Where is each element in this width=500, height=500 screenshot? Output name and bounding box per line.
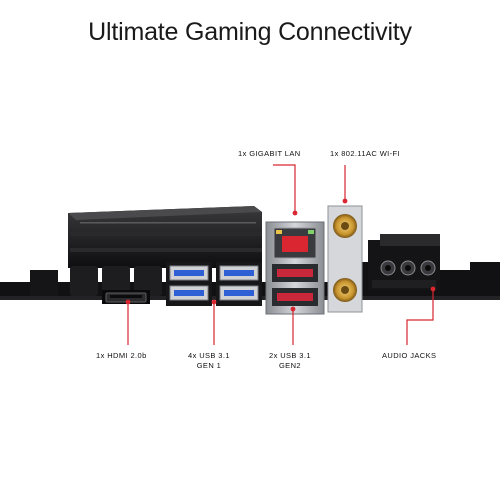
audio-jacks-label: AUDIO JACKS — [382, 351, 437, 360]
usb-gen2-label: 2x USB 3.1 GEN2 — [269, 351, 311, 370]
audio-jacks-block — [368, 234, 440, 290]
heatsink — [68, 206, 262, 268]
callout-lines — [125, 164, 436, 345]
hdmi-port — [102, 290, 150, 304]
usb-gen1-label: 4x USB 3.1 GEN 1 — [188, 351, 230, 370]
capacitors — [70, 266, 162, 296]
hdmi-label: 1x HDMI 2.0b — [96, 351, 147, 360]
wifi-antenna-block — [327, 205, 363, 313]
lan-usb-gen2-block — [265, 221, 325, 315]
page-title: Ultimate Gaming Connectivity — [88, 18, 412, 46]
usb-gen1-ports — [166, 262, 262, 306]
lan-label: 1x GIGABIT LAN — [238, 149, 301, 158]
wifi-label: 1x 802.11AC WI-FI — [330, 149, 401, 158]
